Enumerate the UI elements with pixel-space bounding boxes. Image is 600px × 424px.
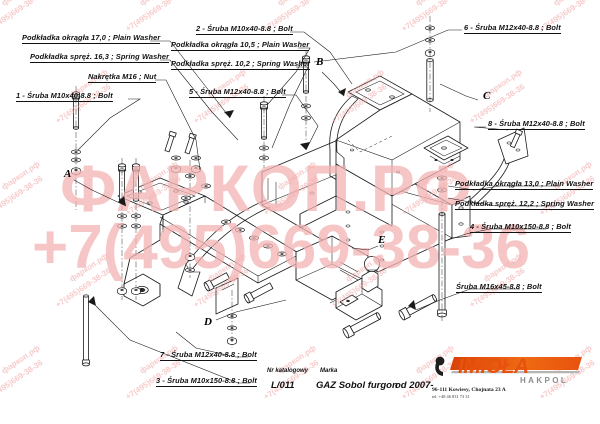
catalog-header: Nr katalogowy: [267, 368, 309, 374]
brand-value: GAZ Sobol furgon: [316, 380, 398, 391]
marker-c: C: [483, 90, 491, 102]
callout-label: 2 - Śruba M10x40-8.8 ; Bolt: [196, 24, 293, 35]
brand-header: Marka: [320, 368, 338, 374]
marker-d: D: [204, 316, 212, 328]
callout-label: Podkładka okrągła 10,5 ; Plain Washer: [171, 40, 310, 51]
logo-address: 96-111 Kowiesy, Chojnata 23 A: [432, 387, 506, 393]
callout-label: 5 - Śruba M12x40-8.8 ; Bolt: [189, 87, 286, 98]
catalog-value: L/011: [271, 380, 295, 391]
marker-b: B: [316, 56, 324, 68]
callout-label: Podkładka spręż. 10,2 ; Spring Washer: [171, 59, 311, 70]
callout-label: 1 - Śruba M10x40-8.8 ; Bolt: [16, 91, 113, 102]
title-block: Nr katalogowy Marka L/011 GAZ Sobol furg…: [0, 352, 600, 424]
callout-label: 6 - Śruba M12x40-8.8 ; Bolt: [464, 23, 561, 34]
manufacturer-logo: IMIOŁA HAKPOL 96-111 Kowiesy, Chojnata 2…: [432, 355, 592, 401]
callout-label: 4 - Śruba M10x150-8.8 ; Bolt: [470, 222, 571, 233]
marker-e: E: [378, 234, 386, 246]
year-value: od 2007-: [395, 380, 434, 391]
logo-graphic: [435, 356, 582, 376]
callout-label: Nakrętka M16 ; Nut: [88, 72, 157, 83]
callout-label: Podkładka spręż. 12,2 ; Spring Washer: [455, 199, 595, 210]
callout-label: Śruba M16x45-8.8 ; Bolt: [456, 282, 542, 293]
callout-label: Podkładka okrągła 13,0 ; Plain Washer: [455, 179, 594, 190]
callout-label: 8 - Śruba M12x40-8.8 ; Bolt: [488, 119, 585, 130]
logo-telephone: tel. +48 46 831 73 31: [432, 394, 470, 399]
marker-a: A: [64, 168, 72, 180]
callout-label: Podkładka okrągła 17,0 ; Plain Washer: [22, 33, 161, 44]
logo-subtitle: HAKPOL: [520, 376, 569, 385]
logo-name: IMIOŁA: [458, 355, 529, 378]
callout-label: Podkładka spręż. 16,3 ; Spring Washer: [30, 52, 170, 63]
